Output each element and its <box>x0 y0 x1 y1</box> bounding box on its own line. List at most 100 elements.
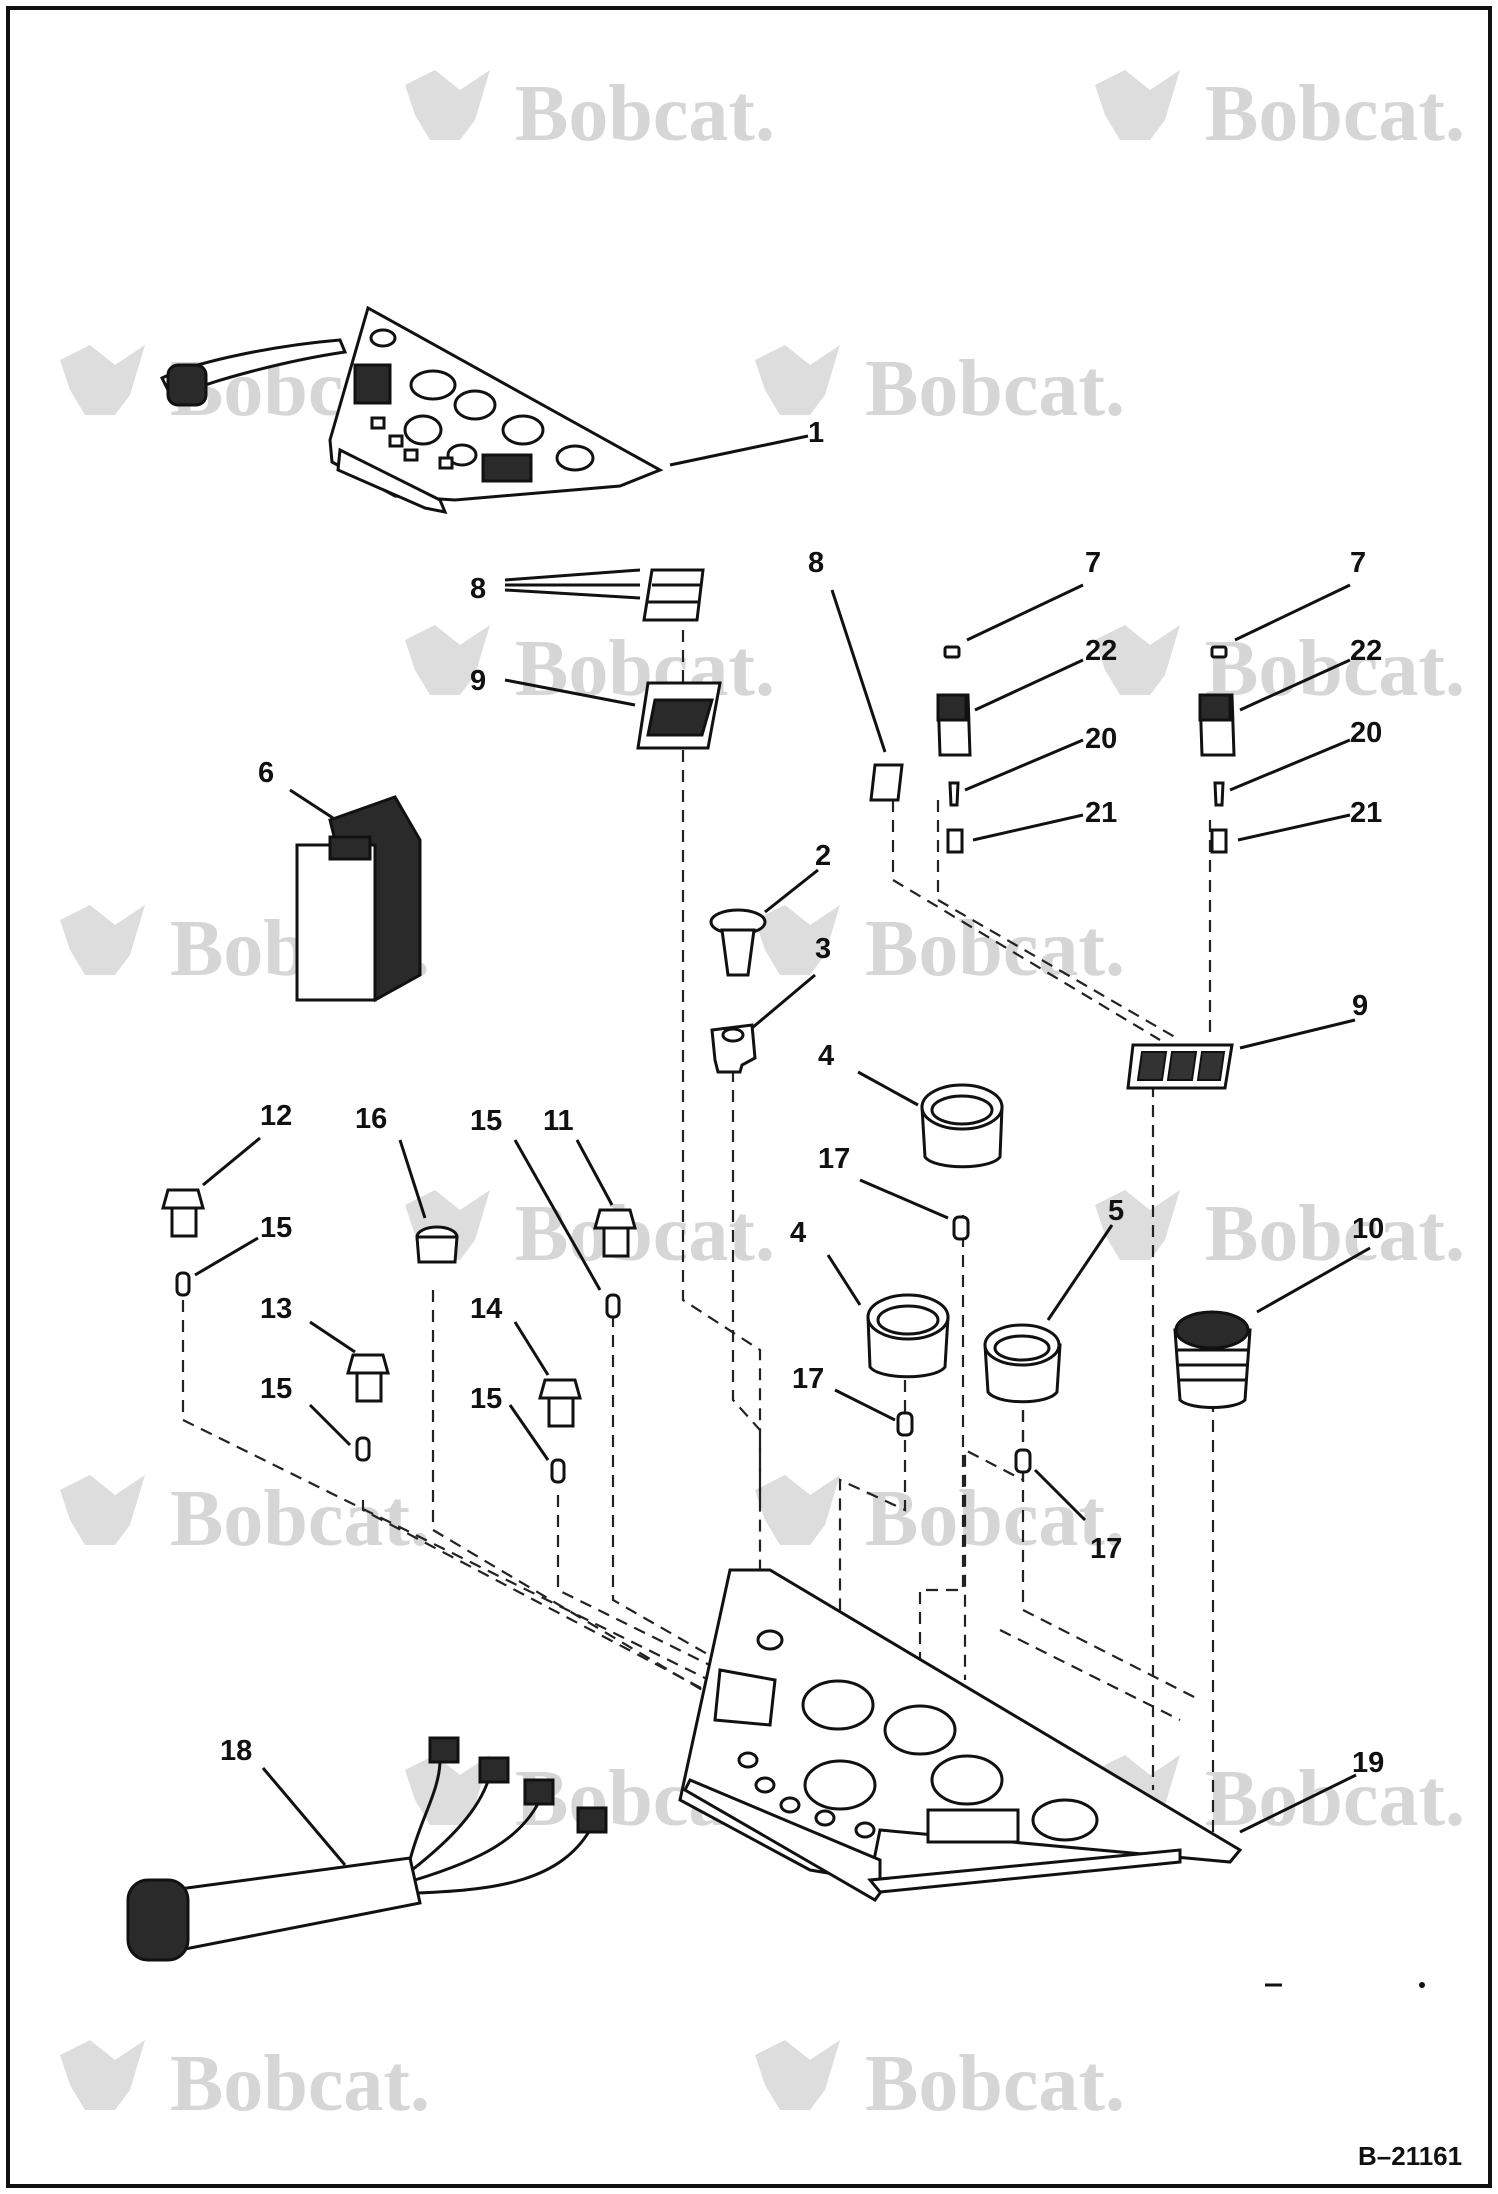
bobcat-head-icon <box>1095 70 1180 140</box>
callout-9-right: 9 <box>1352 990 1368 1022</box>
callout-22-left: 22 <box>1085 635 1117 667</box>
callout-8-left: 8 <box>470 573 486 605</box>
socket-3 <box>710 1023 757 1074</box>
bobcat-logo-watermark: Bobcat. <box>755 1475 1125 1563</box>
bobcat-head-icon <box>60 345 145 415</box>
callout-15-left-lower: 15 <box>260 1373 292 1405</box>
callout-1: 1 <box>808 417 824 449</box>
bulb-17-b <box>896 1411 914 1437</box>
callout-10: 10 <box>1352 1213 1384 1245</box>
gauge-4-upper <box>920 1083 1004 1169</box>
harness-18 <box>126 1736 608 1962</box>
callout-17-lower: 17 <box>1090 1533 1122 1565</box>
bobcat-head-icon <box>405 625 490 695</box>
switch-13 <box>346 1353 390 1403</box>
knob-2 <box>709 908 767 977</box>
callout-17-upper: 17 <box>818 1143 850 1175</box>
bobcat-head-icon <box>405 1755 490 1825</box>
bobcat-wordmark: Bobcat. <box>1205 1190 1465 1278</box>
module-6 <box>295 795 422 1003</box>
bobcat-wordmark: Bobcat. <box>515 1190 775 1278</box>
bobcat-logo-watermark: Bobcat. <box>1095 1190 1465 1278</box>
bobcat-head-icon <box>1095 625 1180 695</box>
bulb-15-c <box>355 1436 371 1462</box>
callout-6: 6 <box>258 757 274 789</box>
bobcat-head-icon <box>755 345 840 415</box>
bobcat-logo-watermark: Bobcat. <box>405 625 775 713</box>
bobcat-head-icon <box>405 70 490 140</box>
rocker-switch-assembly-right <box>1198 645 1236 854</box>
callout-3: 3 <box>815 933 831 965</box>
bobcat-logo-watermark: Bobcat. <box>60 1475 430 1563</box>
drawing-code: B–21161 <box>1358 2141 1462 2171</box>
bulb-17-c <box>1014 1448 1032 1474</box>
bobcat-head-icon <box>1095 1190 1180 1260</box>
callout-4-upper: 4 <box>818 1040 834 1072</box>
lens-set-8-left <box>642 568 705 622</box>
bobcat-head-icon <box>755 1475 840 1545</box>
callout-14: 14 <box>470 1293 502 1325</box>
bulb-15-b <box>605 1293 621 1319</box>
callout-9-left: 9 <box>470 665 486 697</box>
callout-13: 13 <box>260 1293 292 1325</box>
callout-19: 19 <box>1352 1747 1384 1779</box>
callout-15-left-upper: 15 <box>260 1212 292 1244</box>
callout-7-right: 7 <box>1350 547 1366 579</box>
bobcat-wordmark: Bobcat. <box>170 2040 430 2128</box>
switch-frame-9-right <box>1126 1043 1234 1090</box>
bobcat-head-icon <box>60 1475 145 1545</box>
bobcat-wordmark: Bobcat. <box>865 1475 1125 1563</box>
callout-21-right: 21 <box>1350 797 1382 829</box>
lens-8-right <box>869 763 904 802</box>
switch-frame-9-left <box>636 681 722 750</box>
bobcat-wordmark: Bobcat. <box>1205 70 1465 158</box>
bobcat-wordmark: Bobcat. <box>170 1475 430 1563</box>
callout-8-right: 8 <box>808 547 824 579</box>
callout-labels: 1 8 9 6 8 7 7 22 22 20 20 21 21 2 3 9 4 … <box>220 417 1462 2171</box>
bobcat-logo-watermark: Bobcat. <box>1095 70 1465 158</box>
leader-lines <box>194 434 1371 1866</box>
bulb-15-a <box>175 1271 191 1297</box>
bobcat-head-icon <box>60 2040 145 2110</box>
switch-11 <box>593 1208 637 1258</box>
bobcat-logo-watermark: Bobcat. <box>755 905 1125 993</box>
callout-15-center-upper: 15 <box>470 1105 502 1137</box>
switch-12 <box>161 1188 205 1238</box>
bulb-17-a <box>952 1215 970 1241</box>
callout-16: 16 <box>355 1103 387 1135</box>
bobcat-wordmark: Bobcat. <box>865 345 1125 433</box>
callout-4-lower: 4 <box>790 1217 806 1249</box>
gauge-5 <box>983 1323 1062 1404</box>
callout-17-middle: 17 <box>792 1363 824 1395</box>
callout-21-left: 21 <box>1085 797 1117 829</box>
meter-10 <box>1173 1310 1252 1409</box>
bobcat-logo-watermark: Bobcat. <box>405 70 775 158</box>
callout-22-right: 22 <box>1350 635 1382 667</box>
bobcat-head-icon <box>755 2040 840 2110</box>
bobcat-head-icon <box>755 905 840 975</box>
rocker-switch-assembly-left <box>936 645 972 854</box>
callout-20-left: 20 <box>1085 723 1117 755</box>
bobcat-logo-watermark: Bobcat. <box>405 1190 775 1278</box>
plug-16 <box>415 1225 459 1264</box>
bobcat-logo-watermark: Bobcat. <box>1095 625 1465 713</box>
bobcat-wordmark: Bobcat. <box>865 2040 1125 2128</box>
bobcat-head-icon <box>60 905 145 975</box>
gauge-4-lower <box>866 1293 950 1379</box>
callout-11: 11 <box>543 1105 574 1137</box>
callout-18: 18 <box>220 1735 252 1767</box>
bobcat-wordmark: Bobcat. <box>515 70 775 158</box>
callout-2: 2 <box>815 840 831 872</box>
callout-5: 5 <box>1108 1195 1124 1227</box>
bobcat-wordmark: Bobcat. <box>1205 625 1465 713</box>
bobcat-logo-watermark: Bobcat. <box>755 345 1125 433</box>
callout-20-right: 20 <box>1350 717 1382 749</box>
callout-12: 12 <box>260 1100 292 1132</box>
callout-7-left: 7 <box>1085 547 1101 579</box>
assembly-lines <box>181 630 1215 1840</box>
switch-14 <box>538 1378 582 1428</box>
bobcat-logo-watermark: Bobcat. <box>755 2040 1125 2128</box>
panel-19 <box>678 1568 1243 1902</box>
bobcat-logo-watermark: Bobcat. <box>60 2040 430 2128</box>
